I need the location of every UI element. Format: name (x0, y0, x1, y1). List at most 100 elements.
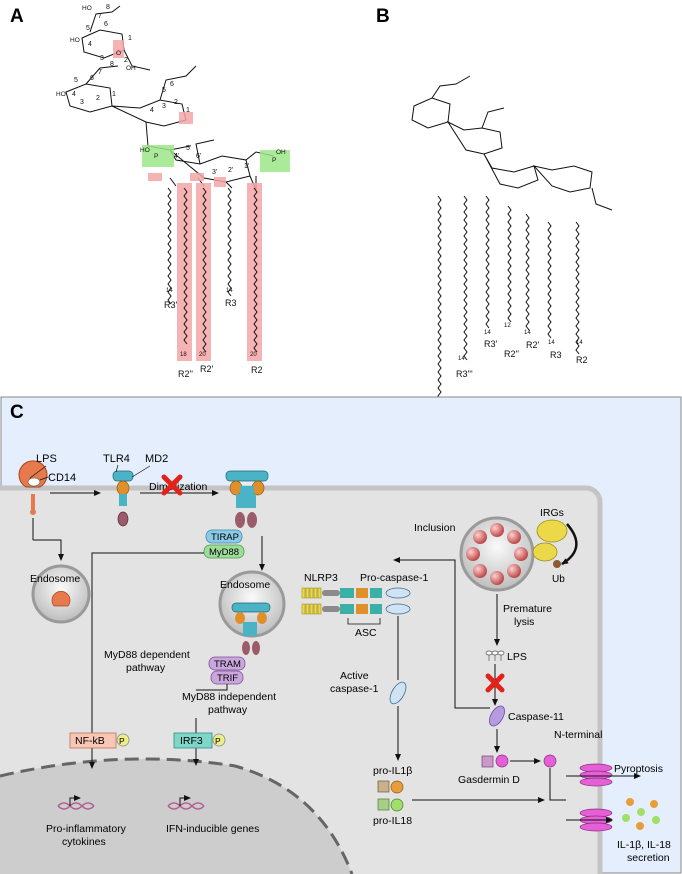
atom-label: HO (140, 147, 150, 154)
chain-number: 18 (180, 352, 187, 358)
lipid-chain-highlight (247, 183, 262, 361)
secreted-cytokines (622, 798, 660, 830)
active-caspase1 (389, 681, 407, 705)
lps-label: LPS (36, 453, 57, 465)
chlamydia-bodies (466, 523, 528, 585)
phospho-circle (116, 733, 130, 747)
ring-number: 4' (174, 153, 179, 160)
tlr4-in-endosome (231, 602, 271, 655)
pyroptosis-label: Pyroptosis (614, 763, 663, 775)
asc-bracket (347, 618, 381, 625)
inclusion-label: Inclusion (414, 522, 456, 534)
tlr4-label: TLR4 (103, 453, 130, 465)
gasdermin-d-icon (495, 754, 509, 768)
ring-number: 6 (90, 75, 94, 82)
atom-label: OH (276, 149, 286, 156)
pro-il18-icon (390, 798, 404, 812)
chain-label: R2'' (504, 349, 519, 359)
panel-b-label: B (376, 6, 390, 27)
panel-c-label: C (10, 402, 24, 423)
ring-number: 5 (162, 87, 166, 94)
nlrp3-complex (301, 587, 411, 615)
lipid-chain-highlight (177, 183, 192, 361)
ring-number: 1 (186, 107, 190, 114)
endosome-left-label: Endosome (30, 573, 80, 585)
dna-icon (57, 802, 205, 810)
ring-number: 3 (80, 99, 84, 106)
lps-cd14-complex (18, 460, 48, 515)
ring-number: 2 (174, 99, 178, 106)
tirap-box (205, 529, 243, 544)
highlight-box (142, 145, 174, 167)
inhibition-x (161, 474, 183, 496)
myd88-box (203, 544, 245, 559)
irgs-protein (536, 519, 568, 543)
atom-label: HO (70, 37, 80, 44)
ring-number: 6' (196, 153, 201, 160)
lps-free-icon (485, 650, 505, 661)
gasdermin-d-icon (481, 755, 494, 768)
chain-label: R2 (251, 365, 263, 375)
cd14-label: CD14 (48, 472, 76, 484)
ring-number: 1 (128, 35, 132, 42)
pro-il18-icon (377, 798, 390, 811)
irf3-box (173, 732, 213, 749)
caspase11 (489, 705, 505, 727)
phospho-label: P (119, 736, 125, 746)
ring-number: 4 (72, 91, 76, 98)
transcription-start-arrow (179, 795, 191, 806)
chain-label: R2' (526, 340, 540, 350)
gasdermin-d-label: Gasdermin D (458, 774, 520, 786)
highlight-box (179, 112, 193, 124)
chain-label: R3 (225, 298, 237, 308)
n-terminal-icon (543, 754, 557, 768)
chain-number: 14 (458, 356, 465, 362)
atom-label: HO (82, 5, 92, 12)
pro-il1b-label: pro-IL1β (373, 765, 412, 777)
phospho-circle (212, 733, 226, 747)
arrow-to-endosome (33, 539, 64, 561)
caspase11-label: Caspase-11 (508, 711, 564, 723)
tram-box (208, 656, 246, 671)
irgs-label: IRGs (540, 507, 564, 519)
arrow-caspase11-to-nlrp3 (393, 557, 490, 709)
ring-number: 3 (162, 103, 166, 110)
ring-number: 2 (96, 95, 100, 102)
pro-il18-label: pro-IL18 (373, 815, 412, 827)
inhibition-x (485, 673, 505, 693)
ring-number: 4 (150, 107, 154, 114)
ub-label: Ub (552, 574, 565, 585)
chain-number: 14 (166, 288, 173, 294)
highlight-box (148, 173, 162, 181)
pro-il1b-icon (390, 780, 404, 794)
ring-number: 7 (98, 69, 102, 76)
ring-number: 5 (74, 77, 78, 84)
nuclear-envelope (0, 757, 354, 874)
pro-il1b-icon (377, 780, 390, 793)
ring-number: 6 (170, 81, 174, 88)
atom-label: P (272, 157, 276, 164)
ring-number: 8 (106, 4, 110, 11)
ubiquitin (553, 560, 561, 568)
nucleus (0, 758, 352, 874)
chain-label: R2 (576, 355, 588, 365)
nfkb-box (69, 732, 117, 749)
md2-label: MD2 (145, 453, 168, 465)
lipid-chain-highlight (196, 183, 211, 361)
panel-a-fatty-chains (167, 187, 258, 353)
arrow-to-pyroptosis (549, 768, 566, 801)
n-terminal-label: N-terminal (554, 729, 602, 741)
chain-number: 20 (199, 352, 206, 358)
atom-label: OH (126, 65, 136, 72)
highlight-box (113, 40, 124, 58)
chain-label: R3''' (456, 369, 473, 379)
ring-number: 8 (110, 61, 114, 68)
atom-label: P (154, 153, 158, 160)
trif-label: TRIF (217, 673, 238, 684)
